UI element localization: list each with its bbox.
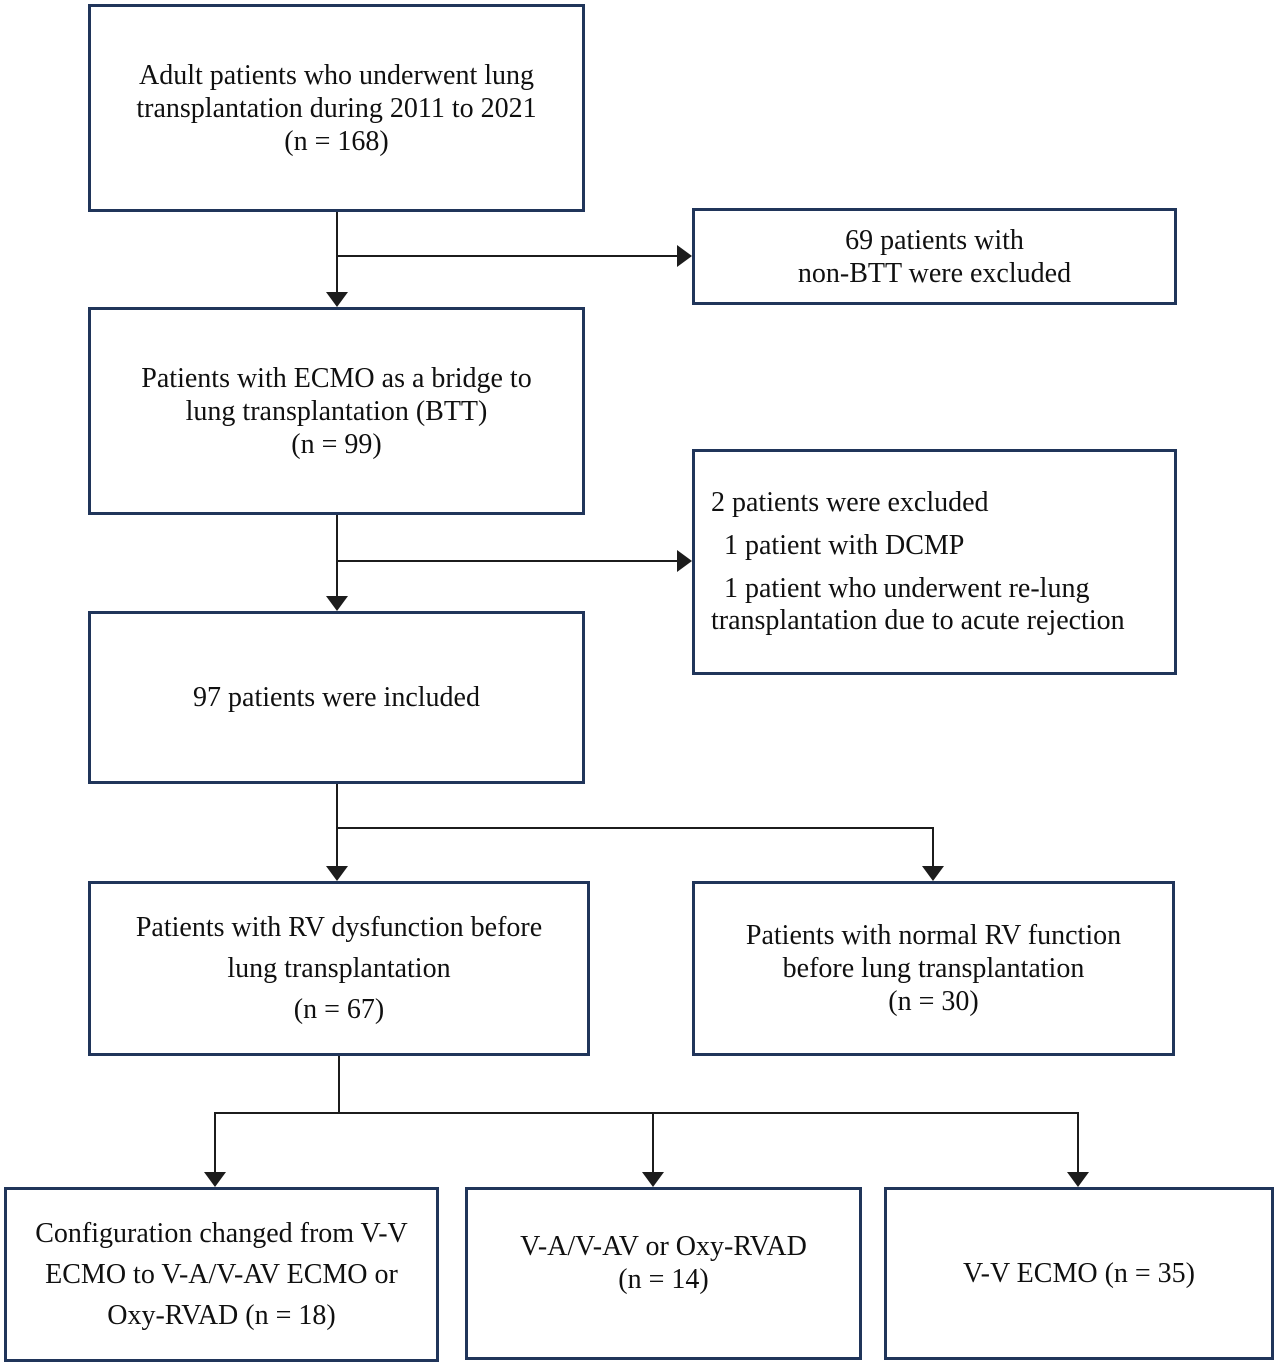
text-line: (n = 168): [284, 125, 389, 157]
arrowhead-down-icon: [326, 596, 348, 611]
text-line: lung transplantation (BTT): [185, 395, 488, 427]
arrowhead-right-icon: [677, 245, 692, 267]
flow-box-va-vav-or-oxy-rvad: V-A/V-AV or Oxy-RVAD (n = 14): [465, 1187, 862, 1360]
flow-box-adult-patients: Adult patients who underwent lung transp…: [88, 4, 585, 212]
arrowhead-down-icon: [326, 866, 348, 881]
connector-line: [336, 827, 934, 829]
text-line: lung transplantation: [227, 953, 451, 984]
arrowhead-down-icon: [642, 1172, 664, 1187]
text-line: non-BTT were excluded: [797, 257, 1072, 289]
text-line: Configuration changed from V-V: [35, 1218, 408, 1249]
flow-box-ecmo-btt: Patients with ECMO as a bridge to lung t…: [88, 307, 585, 515]
connector-line: [214, 1112, 216, 1174]
connector-line: [932, 827, 934, 868]
arrowhead-down-icon: [326, 292, 348, 307]
text-line: 69 patients with: [845, 224, 1024, 256]
connector-line: [336, 515, 338, 599]
text-line: 1 patient with DCMP: [724, 530, 965, 561]
text-line: V-A/V-AV or Oxy-RVAD: [520, 1231, 807, 1262]
text-line: transplantation during 2011 to 2021: [136, 92, 537, 124]
connector-line: [337, 560, 679, 562]
text-line: (n = 14): [618, 1264, 709, 1295]
arrowhead-down-icon: [1067, 1172, 1089, 1187]
arrowhead-down-icon: [204, 1172, 226, 1187]
text-line: before lung transplantation: [782, 953, 1085, 984]
flow-box-excluded-non-btt: 69 patients with non-BTT were excluded: [692, 208, 1177, 305]
flow-box-normal-rv-function: Patients with normal RV function before …: [692, 881, 1175, 1056]
flow-box-rv-dysfunction: Patients with RV dysfunction before lung…: [88, 881, 590, 1056]
text-line: (n = 99): [291, 428, 382, 460]
text-line: (n = 30): [888, 986, 979, 1017]
flow-box-included-97: 97 patients were included: [88, 611, 585, 784]
text-line: transplantation due to acute rejection: [711, 605, 1125, 636]
arrowhead-right-icon: [677, 550, 692, 572]
text-line: 2 patients were excluded: [711, 487, 989, 518]
text-line: Patients with normal RV function: [745, 920, 1122, 951]
text-line: 1 patient who underwent re-lung: [724, 573, 1090, 604]
flow-box-excluded-two-patients: 2 patients were excluded 1 patient with …: [692, 449, 1177, 675]
flow-box-vv-ecmo: V-V ECMO (n = 35): [884, 1187, 1274, 1360]
text-line: Adult patients who underwent lung: [138, 59, 535, 91]
text-line: (n = 67): [293, 994, 385, 1025]
text-line: Patients with RV dysfunction before: [135, 912, 543, 943]
text-line: Patients with ECMO as a bridge to: [141, 362, 532, 394]
arrowhead-down-icon: [922, 866, 944, 881]
connector-line: [338, 1056, 340, 1114]
text-line: 97 patients were included: [193, 682, 480, 713]
connector-line: [1077, 1112, 1079, 1174]
flow-box-configuration-changed: Configuration changed from V-V ECMO to V…: [4, 1187, 439, 1362]
connector-line: [336, 212, 338, 294]
text-line: Oxy-RVAD (n = 18): [107, 1300, 336, 1331]
connector-line: [215, 1112, 1079, 1114]
text-line: V-V ECMO (n = 35): [962, 1258, 1196, 1289]
connector-line: [336, 784, 338, 868]
connector-line: [652, 1112, 654, 1174]
text-line: ECMO to V-A/V-AV ECMO or: [45, 1259, 398, 1290]
connector-line: [337, 255, 679, 257]
